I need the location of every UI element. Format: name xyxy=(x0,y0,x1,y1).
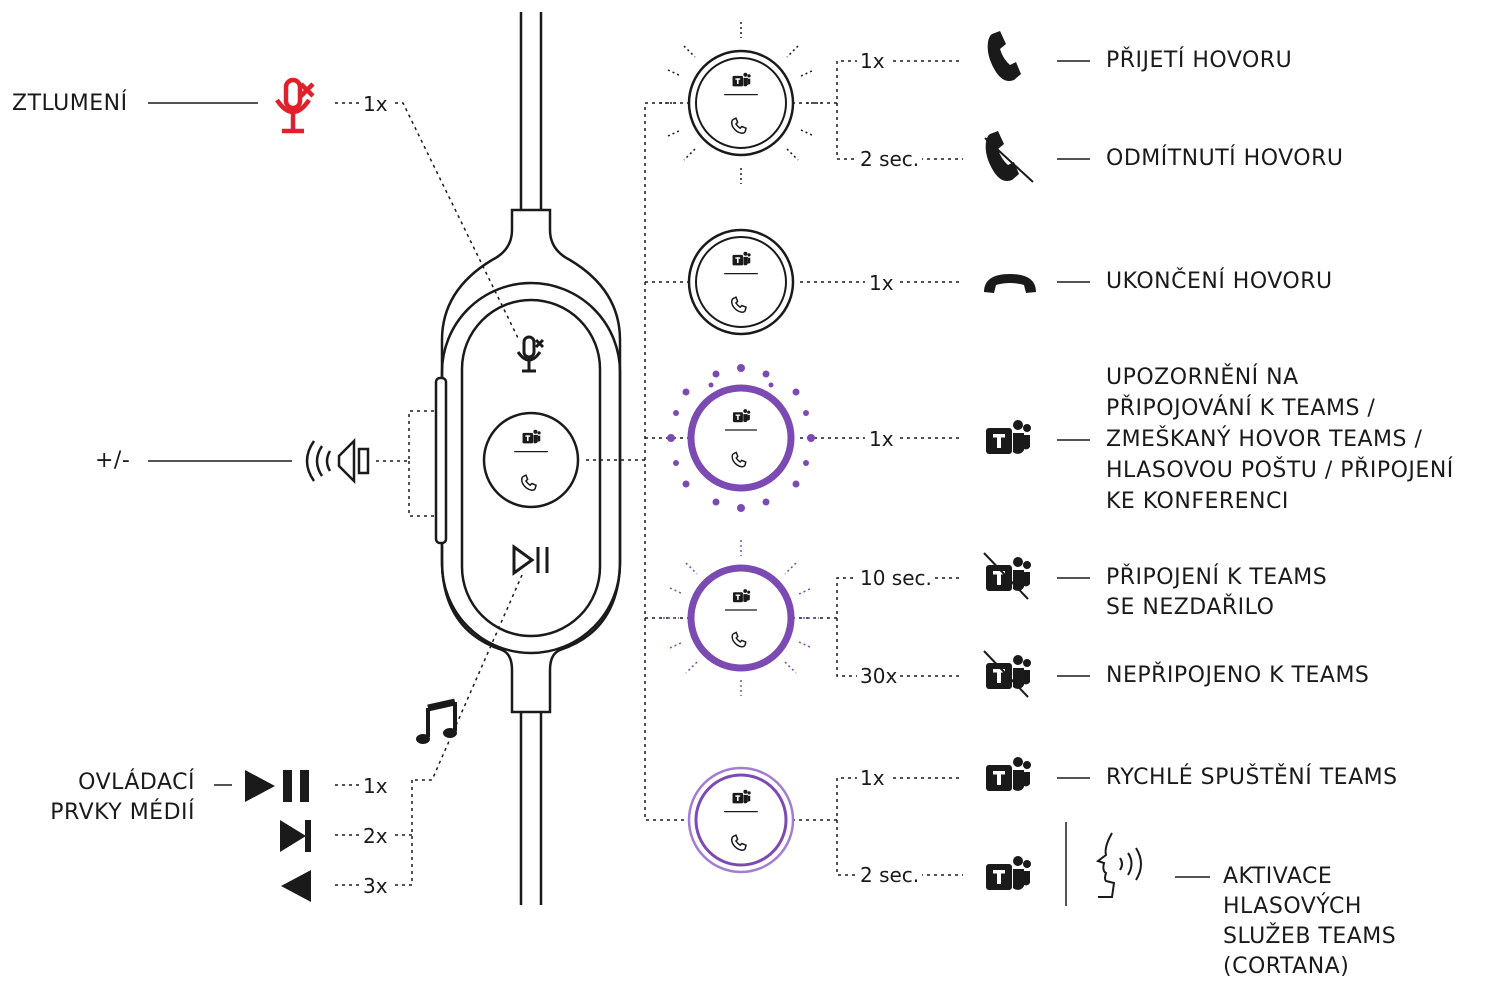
state-incoming-call xyxy=(660,22,822,184)
phone-hangup-icon xyxy=(984,274,1036,293)
voice-assistant-icon xyxy=(1095,832,1142,898)
reject-label: ODMÍTNUTÍ HOVORU xyxy=(1106,146,1344,171)
teams-icon xyxy=(986,420,1031,454)
end-label: UKONČENÍ HOVORU xyxy=(1106,269,1333,294)
left-connectors xyxy=(335,102,523,886)
notify-count: 1x xyxy=(866,427,897,451)
media-count-play: 1x xyxy=(360,774,391,798)
previous-track-icon xyxy=(281,870,311,902)
state-teams-notification xyxy=(667,364,815,512)
mic-muted-icon xyxy=(516,335,545,373)
state-teams-ready xyxy=(687,766,795,874)
fail-label-line2: SE NEZDAŘILO xyxy=(1106,595,1275,620)
notify-line-4: HLASOVOU POŠTU / PŘIPOJENÍ xyxy=(1106,458,1454,483)
notify-line-3: ZMEŠKANÝ HOVOR TEAMS / xyxy=(1106,427,1423,452)
next-track-icon xyxy=(280,820,311,852)
speaker-icon xyxy=(305,437,370,485)
controller-inner xyxy=(460,298,602,638)
teams-icon xyxy=(986,856,1031,890)
mic-muted-red-icon xyxy=(275,77,315,134)
state-in-call xyxy=(687,228,795,336)
voice-line-4: (CORTANA) xyxy=(1223,954,1350,979)
notify-line-5: KE KONFERENCI xyxy=(1106,489,1289,514)
phone-accept-icon xyxy=(987,31,1021,81)
media-count-next: 2x xyxy=(360,824,391,848)
phone-reject-icon xyxy=(984,131,1034,183)
media-count-previous: 3x xyxy=(360,874,391,898)
notify-line-1: UPOZORNĚNÍ NA xyxy=(1106,365,1299,390)
accept-count: 1x xyxy=(857,49,888,73)
fail-label-line1: PŘIPOJENÍ K TEAMS xyxy=(1106,565,1328,590)
fail-count: 10 sec. xyxy=(857,566,935,590)
launch-label: RYCHLÉ SPUŠTĚNÍ TEAMS xyxy=(1106,765,1398,790)
teams-icon xyxy=(986,757,1031,791)
left-solid-lines xyxy=(148,102,292,786)
right-solid-lines xyxy=(1057,60,1210,906)
voice-count: 2 sec. xyxy=(857,863,923,887)
mute-count: 1x xyxy=(360,92,391,116)
voice-line-1: AKTIVACE xyxy=(1223,864,1333,889)
state-teams-connection-failed xyxy=(663,540,819,696)
accept-label: PŘIJETÍ HOVORU xyxy=(1106,48,1293,73)
teams-crossed-icon xyxy=(983,552,1031,600)
mute-label: ZTLUMENÍ xyxy=(12,91,128,116)
media-label-line2: PRVKY MÉDIÍ xyxy=(50,800,195,825)
teams-crossed-icon xyxy=(983,650,1031,698)
play-pause-black-icon xyxy=(245,770,309,802)
voice-line-3: SLUŽEB TEAMS xyxy=(1223,924,1397,949)
controller-mute-button[interactable] xyxy=(516,335,545,373)
voice-line-2: HLASOVÝCH xyxy=(1223,894,1362,919)
volume-label: +/- xyxy=(95,448,131,473)
reject-count: 2 sec. xyxy=(857,147,923,171)
cable xyxy=(440,12,622,905)
volume-rocker[interactable] xyxy=(434,376,448,545)
play-pause-icon[interactable] xyxy=(512,544,549,576)
media-label-line1: OVLÁDACÍ xyxy=(78,770,195,795)
notconn-label: NEPŘIPOJENO K TEAMS xyxy=(1106,663,1370,688)
music-note-icon xyxy=(416,698,457,744)
end-count: 1x xyxy=(866,271,897,295)
notify-line-2: PŘIPOJOVÁNÍ K TEAMS / xyxy=(1106,396,1376,421)
notconn-count: 30x xyxy=(857,664,901,688)
controller-teams-button[interactable] xyxy=(482,411,580,509)
launch-count: 1x xyxy=(857,766,888,790)
